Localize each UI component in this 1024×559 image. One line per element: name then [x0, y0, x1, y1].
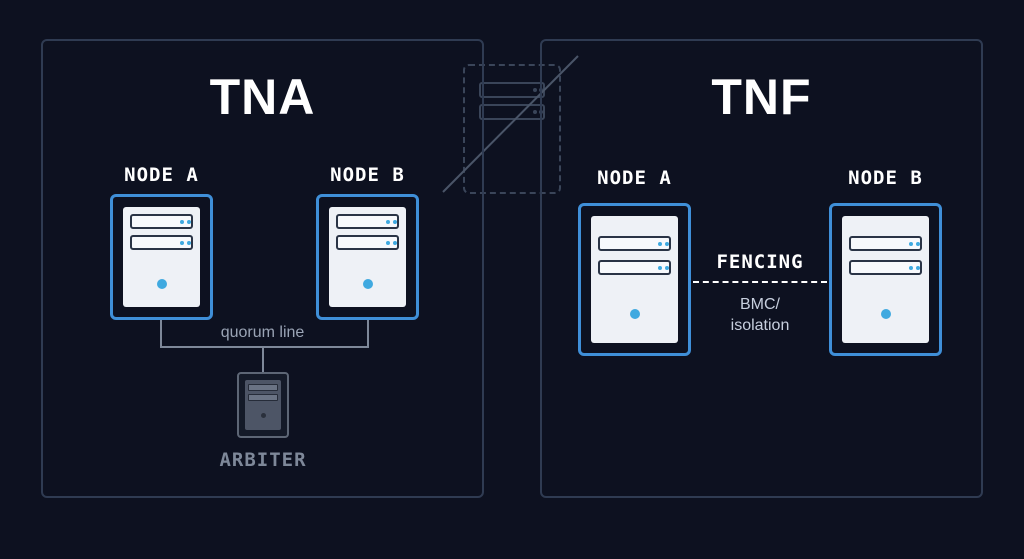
arbiter-label: ARBITER [219, 449, 307, 471]
arbiter-led [261, 413, 266, 418]
fencing-dashed-line [693, 281, 827, 283]
isolation-label: isolation [730, 317, 790, 334]
server-tower [123, 207, 200, 307]
tnf-title: TNF [711, 69, 812, 125]
server-led [156, 279, 167, 289]
server-tower [842, 216, 929, 343]
quorum-line-arbiter [262, 346, 264, 372]
server-bay [336, 235, 399, 250]
tna-title: TNA [209, 69, 316, 125]
tnf-node-b-server-icon [829, 203, 942, 356]
quorum-line-left [160, 320, 162, 348]
server-tower [591, 216, 678, 343]
ghost-bay [479, 104, 545, 120]
server-led [880, 309, 891, 319]
server-led [362, 279, 373, 289]
quorum-line-horizontal [160, 346, 369, 348]
server-bay [849, 260, 922, 275]
arbiter-tower [245, 380, 281, 430]
server-bay [598, 236, 671, 251]
server-bay [849, 236, 922, 251]
server-led [629, 309, 640, 319]
tna-node-a-server-icon [110, 194, 213, 320]
tnf-panel [540, 39, 983, 498]
quorum-line-label: quorum line [200, 323, 325, 342]
fencing-label: FENCING [716, 251, 804, 273]
tna-panel [41, 39, 484, 498]
tna-node-b-label: NODE B [330, 164, 405, 186]
server-bay [130, 214, 193, 229]
arbiter-server-icon [237, 372, 289, 438]
server-bay [336, 214, 399, 229]
tnf-node-b-label: NODE B [848, 167, 923, 189]
tna-node-b-server-icon [316, 194, 419, 320]
arbiter-bay [248, 384, 278, 391]
bmc-label: BMC/ [740, 296, 780, 313]
quorum-line-right [367, 320, 369, 348]
tna-node-a-label: NODE A [124, 164, 199, 186]
tnf-node-a-server-icon [578, 203, 691, 356]
tnf-node-a-label: NODE A [597, 167, 672, 189]
arbiter-bay [248, 394, 278, 401]
ghost-server-icon [463, 64, 561, 194]
server-tower [329, 207, 406, 307]
server-bay [130, 235, 193, 250]
server-bay [598, 260, 671, 275]
